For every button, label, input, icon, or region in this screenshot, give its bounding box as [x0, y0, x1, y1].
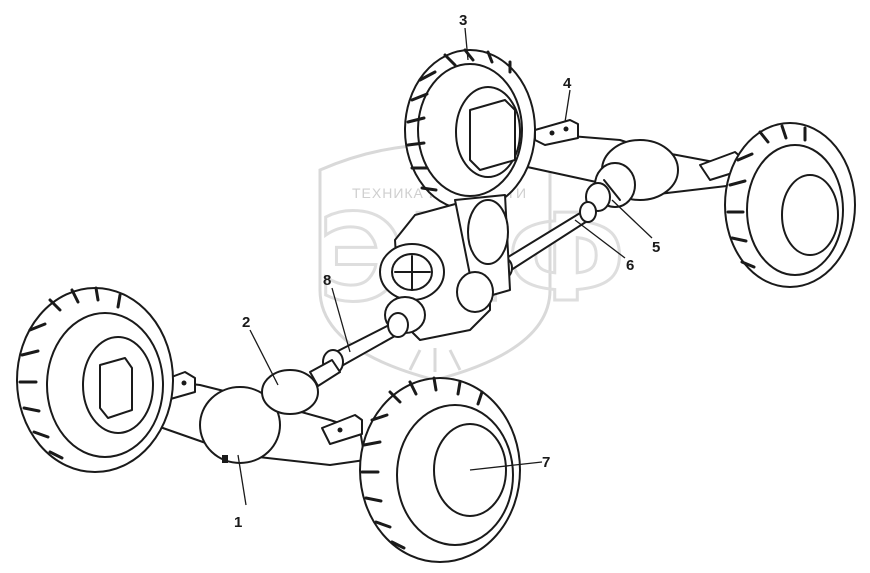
leader-7: [469, 461, 543, 471]
front-right-wheel: [359, 376, 521, 563]
leader-3: [464, 27, 469, 61]
leader-8: [331, 287, 351, 353]
callout-5: 5: [652, 239, 660, 256]
leader-1: [237, 454, 247, 506]
callout-1: 1: [234, 514, 242, 531]
front-propeller-shaft: [309, 312, 409, 387]
rear-right-wheel: [724, 122, 856, 288]
callout-8: 8: [323, 272, 331, 289]
rear-left-wheel: [404, 48, 536, 211]
front-differential-housing: [199, 386, 281, 464]
front-axle-assembly: [109, 369, 366, 466]
leader-6: [574, 219, 626, 259]
leader-5: [611, 199, 653, 239]
leader-2: [249, 329, 279, 386]
callout-7: 7: [542, 454, 550, 471]
transfer-case: [379, 194, 511, 341]
leader-lines: [237, 27, 653, 506]
callout-2: 2: [242, 314, 250, 331]
callouts: 1 2 3 4 5 6 7 8: [234, 12, 660, 531]
callout-6: 6: [626, 257, 634, 274]
callout-4: 4: [563, 75, 572, 92]
front-left-wheel: [16, 286, 174, 473]
callout-3: 3: [459, 12, 467, 29]
front-differential-carrier: [261, 369, 319, 415]
leader-4: [564, 89, 571, 123]
